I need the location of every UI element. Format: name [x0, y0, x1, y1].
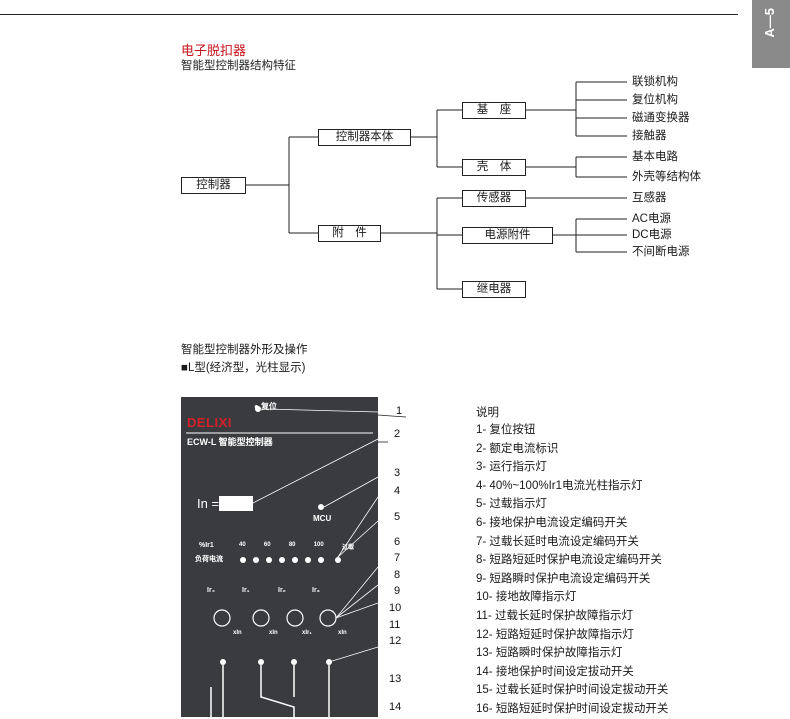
- legend-list: 1- 复位按钮 2- 额定电流标识 3- 运行指示灯 4- 40%~100%Ir…: [476, 421, 668, 719]
- callout-number: 7: [394, 552, 401, 564]
- bar-tick: 60: [263, 542, 271, 548]
- callout-number: 13: [389, 673, 402, 685]
- bar-tick: 100: [313, 542, 324, 548]
- legend-item: 2- 额定电流标识: [476, 442, 559, 455]
- callout-number: 14: [389, 701, 402, 713]
- callout-number: 10: [389, 602, 402, 614]
- legend-title: 说明: [476, 407, 499, 419]
- legend-item: 1- 复位按钮: [476, 424, 536, 436]
- callout-number: 5: [394, 511, 401, 523]
- knob-label: Ir₄: [207, 587, 216, 594]
- callout-number: 9: [394, 585, 401, 597]
- tree-leaf: 接触器: [632, 130, 667, 142]
- tree-node-shell: 壳 体: [462, 159, 526, 176]
- callout-number: 12: [389, 635, 402, 647]
- pct-label: %Ir1: [199, 542, 214, 549]
- knob-unit: xIr₁: [302, 630, 312, 636]
- page-title: 电子脱扣器: [181, 43, 247, 58]
- bar-tick: 40: [239, 542, 246, 548]
- legend-item: 12- 短路短延时保护故障指示灯: [476, 628, 634, 641]
- legend-item: 9- 短路瞬时保护电流设定编码开关: [476, 572, 651, 585]
- legend-item: 14- 接地保护时间设定拔动开关: [476, 665, 634, 678]
- tree-node-body: 控制器本体: [318, 129, 411, 146]
- callout-number: 6: [394, 536, 401, 548]
- callout-number: 3: [394, 467, 401, 479]
- bar-tick: 80: [288, 542, 296, 548]
- page-subtitle: 智能型控制器结构特征: [181, 60, 296, 72]
- tree-connectors: [245, 81, 627, 290]
- in-label: In =: [197, 496, 220, 511]
- tree-leaf: 互感器: [632, 192, 667, 204]
- knob-unit: xIn: [269, 630, 278, 636]
- reset-button-icon: [255, 406, 261, 412]
- controller-panel: ● 复位 DELIXI ECW-L 智能型控制器 In = MCU %Ir1 负…: [181, 397, 378, 717]
- legend-item: 3- 运行指示灯: [476, 461, 547, 474]
- legend-item: 15- 过载长延时保护时间设定拔动开关: [476, 684, 669, 697]
- tree-node-accessory: 附 件: [318, 225, 381, 242]
- legend-item: 11- 过载长延时保护故障指示灯: [476, 609, 633, 622]
- knob-unit: xIn: [338, 630, 347, 636]
- knob-label: Ir₂: [278, 587, 286, 594]
- fault-leds: [220, 659, 332, 665]
- legend-item: 13- 短路瞬时保护故障指示灯: [476, 647, 623, 660]
- tree-node-relay: 继电器: [462, 281, 526, 298]
- legend-item: 4- 40%~100%Ir1电流光柱指示灯: [476, 479, 643, 492]
- tree-leaf: 外壳等结构体: [632, 171, 701, 183]
- tree-leaf: 磁通变换器: [632, 112, 690, 124]
- legend-item: 7- 过载长延时电流设定编码开关: [476, 535, 639, 548]
- callout-number: 2: [394, 428, 401, 440]
- knob-label: Ir₃: [312, 587, 320, 594]
- top-rule: [0, 14, 738, 15]
- mcu-label: MCU: [313, 514, 332, 523]
- section-title: 智能型控制器外形及操作: [181, 344, 308, 356]
- run-indicator: [318, 504, 324, 510]
- tree-root: 控制器: [181, 177, 246, 194]
- dip-switch-lines: [210, 665, 330, 717]
- panel-drawing: [186, 406, 378, 717]
- legend-item: 5- 过载指示灯: [476, 498, 547, 511]
- callout-leader-ext: [378, 414, 407, 443]
- load-label: 负荷电流: [195, 556, 223, 563]
- legend-item: 6- 接地保护电流设定编码开关: [476, 516, 628, 529]
- callout-number: 8: [394, 569, 401, 581]
- section-subtitle: ■L型(经济型，光柱显示): [181, 362, 306, 374]
- section-tab: A—5: [752, 0, 790, 68]
- legend-item: 16- 短路短延时保护时间设定拔动开关: [476, 702, 669, 715]
- brand-logo: DELIXI: [187, 415, 232, 430]
- legend-item: 8- 短路短延时保护电流设定编码开关: [476, 554, 662, 567]
- legend-item: 10- 接地故障指示灯: [476, 591, 577, 604]
- callout-number: 4: [394, 485, 401, 497]
- tree-leaf: 联锁机构: [632, 76, 678, 88]
- tree-node-sensor: 传感器: [462, 190, 526, 207]
- tree-leaf: 复位机构: [632, 94, 678, 106]
- model-label: ECW-L 智能型控制器: [187, 437, 273, 447]
- rated-current-plate: [219, 496, 253, 511]
- tree-leaf: 不间断电源: [632, 246, 690, 258]
- callout-number: 1: [396, 405, 403, 417]
- tree-node-power: 电源附件: [462, 227, 553, 244]
- knob-label: Ir₁: [242, 587, 250, 594]
- knob-unit: xIn: [233, 630, 242, 636]
- tree-leaf: AC电源: [632, 213, 671, 225]
- reset-label: ● 复位: [254, 402, 278, 411]
- bar-leds: [240, 557, 341, 563]
- tree-node-base: 基 座: [462, 102, 526, 119]
- callout-leaders: [252, 408, 378, 663]
- bar-ticks: 40 60 80 100 过载: [239, 542, 354, 551]
- tree-leaf: DC电源: [632, 229, 672, 241]
- knobs: [213, 609, 337, 627]
- callout-number: 11: [389, 619, 401, 631]
- tree-leaf: 基本电路: [632, 151, 678, 163]
- bar-tick: 过载: [341, 545, 354, 551]
